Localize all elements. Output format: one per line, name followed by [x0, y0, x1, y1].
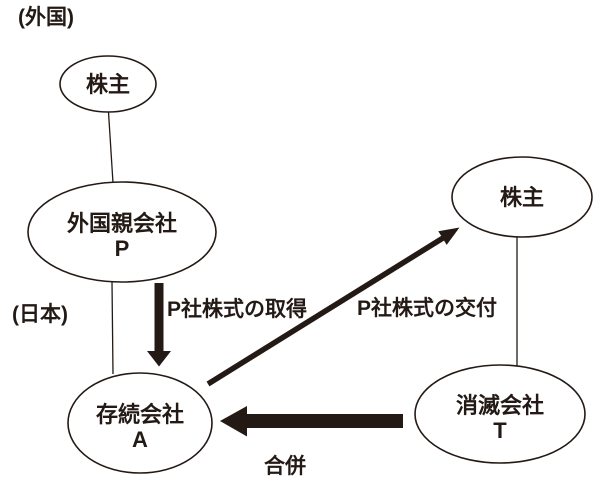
- acquisition-edge-label: P社株式の取得: [167, 297, 307, 321]
- foreign-region-label: (外国): [18, 5, 74, 29]
- node-surviving-company-a-label: 存続会社: [96, 402, 184, 427]
- node-dissolving-company-t-label: 消滅会社: [456, 393, 544, 418]
- node-dissolving-company-t: 消滅会社 T: [414, 364, 586, 464]
- node-dissolving-company-t-sublabel: T: [493, 418, 507, 443]
- node-surviving-company-a: 存続会社 A: [67, 372, 213, 474]
- acquisition-arrow-icon: [147, 283, 171, 367]
- connector-shareholders-to-parent: [107, 111, 114, 184]
- delivery-arrow-icon: [206, 227, 460, 387]
- japan-region-label: (日本): [12, 303, 68, 326]
- node-surviving-company-a-sublabel: A: [132, 427, 148, 452]
- node-foreign-parent-p-sublabel: P: [115, 236, 130, 261]
- node-foreign-shareholders-label: 株主: [86, 72, 130, 97]
- node-foreign-parent-p: 外国親会社 P: [27, 181, 217, 283]
- node-foreign-shareholders: 株主: [59, 55, 157, 113]
- node-foreign-parent-p-label: 外国親会社: [67, 211, 177, 236]
- node-target-shareholders: 株主: [451, 156, 593, 238]
- merger-edge-label: 合併: [264, 454, 306, 478]
- merger-arrow-icon: [220, 406, 403, 437]
- node-target-shareholders-label: 株主: [500, 185, 544, 210]
- delivery-edge-label: P社株式の交付: [357, 296, 497, 320]
- connector-parent-to-surviving: [111, 281, 114, 375]
